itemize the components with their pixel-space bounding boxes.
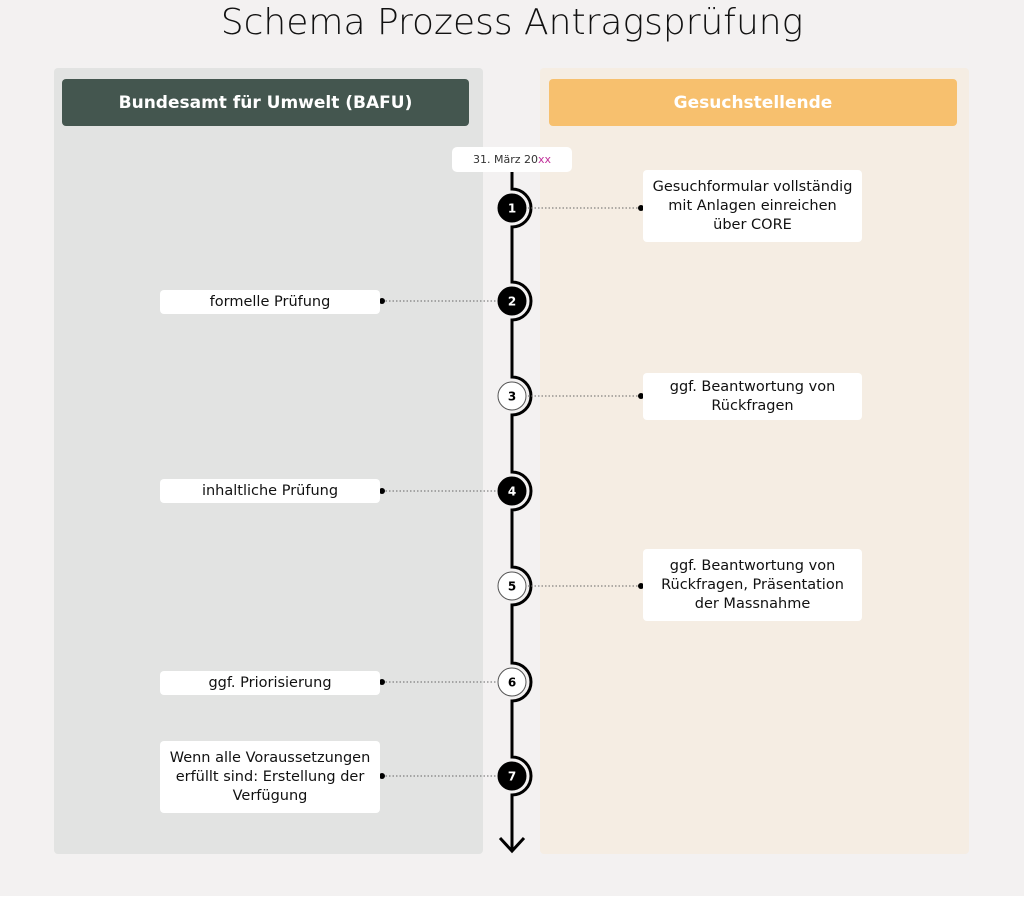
step-box-5: ggf. Beantwortung von Rückfragen, Präsen…: [643, 549, 862, 621]
step-box-3: ggf. Beantwortung von Rückfragen: [643, 373, 862, 420]
timeline-line: [510, 172, 533, 850]
connector-dot: [379, 488, 385, 494]
step-circle-1: [497, 193, 527, 223]
step-number: 4: [508, 485, 516, 499]
step-number: 1: [508, 202, 516, 216]
step-number: 7: [508, 770, 516, 784]
step-text: formelle Prüfung: [209, 293, 331, 310]
step-circle-4: [497, 476, 527, 506]
connector-dot: [379, 679, 385, 685]
step-circle-2: [497, 286, 527, 316]
connector-dot: [379, 773, 385, 779]
page-title: Schema Prozess Antragsprüfung: [220, 2, 804, 43]
bafu-lane: [54, 68, 483, 854]
step-text: ggf. Beantwortung von Rückfragen: [669, 378, 836, 414]
step-text: ggf. Beantwortung von Rückfragen, Präsen…: [661, 557, 844, 612]
date-year-placeholder: xx: [537, 153, 552, 166]
footer-bar: [0, 896, 1024, 921]
step-circle-3: [497, 381, 527, 411]
step-box-4: inhaltliche Prüfung: [160, 479, 380, 503]
connector-dot: [638, 583, 644, 589]
step-circle-5: [497, 571, 527, 601]
step-box-2: formelle Prüfung: [160, 290, 380, 314]
step-number: 6: [508, 676, 516, 690]
step-box-1: Gesuchformular vollständig mit Anlagen e…: [643, 170, 862, 242]
step-text: Gesuchformular vollständig mit Anlagen e…: [652, 178, 853, 233]
connector-dot: [638, 205, 644, 211]
step-text: Wenn alle Voraussetzungen erfüllt sind: …: [169, 749, 371, 804]
step-box-7: Wenn alle Voraussetzungen erfüllt sind: …: [160, 741, 380, 813]
step-circle-6: [497, 667, 527, 697]
step-circle-7: [497, 761, 527, 791]
arrow-down-icon: [498, 836, 526, 854]
step-number: 2: [508, 295, 516, 309]
applicant-header: Gesuchstellende: [549, 79, 957, 126]
date-text: 31. März 20: [472, 153, 538, 166]
step-number: 5: [508, 580, 516, 594]
step-number: 3: [508, 390, 516, 404]
step-box-6: ggf. Priorisierung: [160, 671, 380, 695]
connector-dot: [638, 393, 644, 399]
connector-dot: [379, 298, 385, 304]
step-text: ggf. Priorisierung: [208, 674, 332, 691]
step-text: inhaltliche Prüfung: [201, 482, 339, 499]
bafu-header: Bundesamt für Umwelt (BAFU): [62, 79, 469, 126]
